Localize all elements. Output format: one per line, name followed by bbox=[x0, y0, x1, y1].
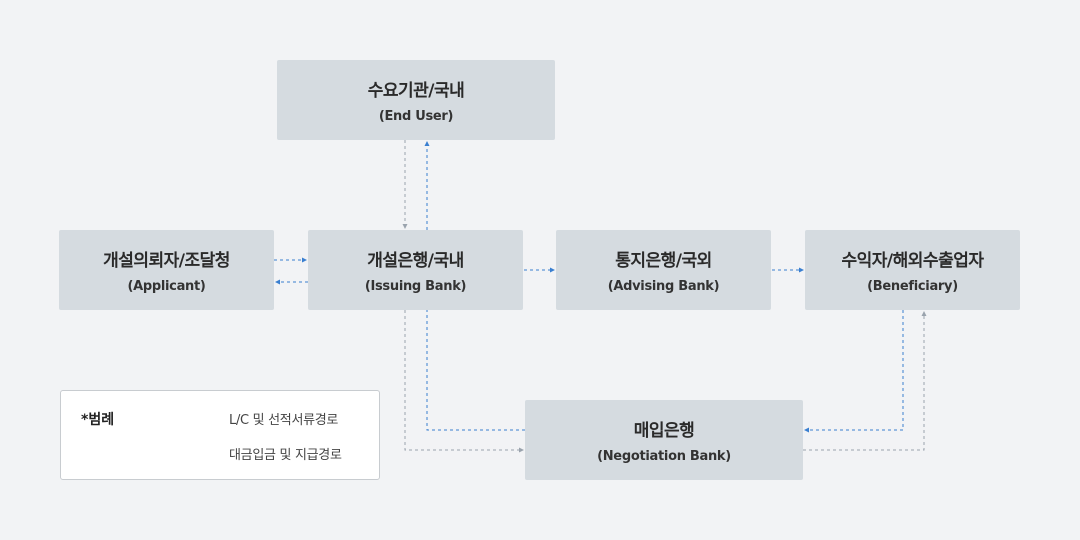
node-issuing-bank: 개설은행/국내 (Issuing Bank) bbox=[308, 230, 523, 310]
node-title: 개설은행/국내 bbox=[367, 251, 464, 271]
node-title: 수익자/해외수출업자 bbox=[841, 251, 984, 271]
node-title: 매입은행 bbox=[633, 421, 695, 441]
arrow-issuing-to-negotiation bbox=[404, 310, 524, 453]
node-subtitle: (Negotiation Bank) bbox=[597, 449, 731, 464]
node-subtitle: (End User) bbox=[378, 109, 454, 124]
node-title: 수요기관/국내 bbox=[367, 81, 465, 101]
legend: *범례 L/C 및 선적서류경로 대금입금 및 지급경로 bbox=[60, 390, 380, 480]
node-applicant: 개설의뢰자/조달청 (Applicant) bbox=[59, 230, 274, 310]
node-advising-bank: 통지은행/국외 (Advising Bank) bbox=[556, 230, 771, 310]
node-title: 통지은행/국외 bbox=[615, 251, 712, 271]
node-end-user: 수요기관/국내 (End User) bbox=[277, 60, 555, 140]
arrow-beneficiary-to-negotiation bbox=[804, 310, 904, 433]
node-negotiation-bank: 매입은행 (Negotiation Bank) bbox=[525, 400, 803, 480]
legend-title: *범례 bbox=[81, 412, 115, 428]
node-subtitle: (Issuing Bank) bbox=[364, 279, 467, 294]
legend-label-lc: L/C 및 선적서류경로 bbox=[229, 413, 339, 428]
node-subtitle: (Advising Bank) bbox=[607, 279, 720, 294]
arrow-negotiation-to-beneficiary bbox=[803, 311, 927, 451]
legend-label-payment: 대금입금 및 지급경로 bbox=[229, 448, 342, 463]
node-subtitle: (Beneficiary) bbox=[867, 279, 958, 294]
node-beneficiary: 수익자/해외수출업자 (Beneficiary) bbox=[805, 230, 1020, 310]
node-title: 개설의뢰자/조달청 bbox=[103, 251, 230, 271]
node-subtitle: (Applicant) bbox=[127, 279, 206, 294]
arrow-negotiation-to-issuing bbox=[426, 310, 525, 431]
